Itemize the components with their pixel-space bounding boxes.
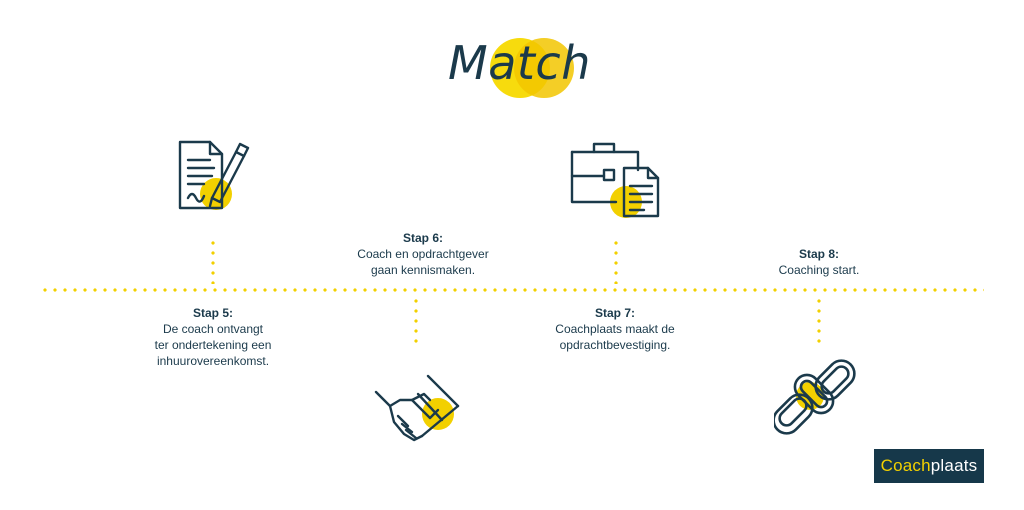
step-6-title: Stap 6: <box>402 231 443 245</box>
step-5-text: De coach ontvangt ter ondertekening een … <box>154 322 272 368</box>
chain-link-icon <box>774 359 856 435</box>
step-7-text: Coachplaats maakt de opdrachtbevestiging… <box>555 322 675 352</box>
timeline-line <box>40 288 984 292</box>
page-title: Match <box>448 36 591 90</box>
connector-step-6 <box>414 296 418 344</box>
step-6: Stap 6: Coach en opdrachtgever gaan kenn… <box>323 230 523 278</box>
title-logo: Match <box>440 28 610 108</box>
brand-logo-part-1: Coach <box>880 456 931 475</box>
step-8: Stap 8: Coaching start. <box>719 246 919 278</box>
connector-step-7 <box>614 238 618 284</box>
overlapping-circles-icon <box>490 38 574 98</box>
step-8-text: Coaching start. <box>778 263 860 277</box>
step-5: Stap 5: De coach ontvangt ter onderteken… <box>113 305 313 369</box>
contract-signing-icon <box>178 140 250 210</box>
connector-step-8 <box>817 296 821 344</box>
step-7-title: Stap 7: <box>594 306 635 320</box>
brand-logo-part-2: plaats <box>930 456 978 475</box>
step-8-title: Stap 8: <box>798 247 839 261</box>
step-7: Stap 7: Coachplaats maakt de opdrachtbev… <box>515 305 715 353</box>
connector-step-5 <box>211 238 215 284</box>
briefcase-document-icon <box>570 142 660 218</box>
step-5-title: Stap 5: <box>192 306 233 320</box>
step-6-text: Coach en opdrachtgever gaan kennismaken. <box>357 247 489 277</box>
handshake-icon <box>374 374 460 442</box>
